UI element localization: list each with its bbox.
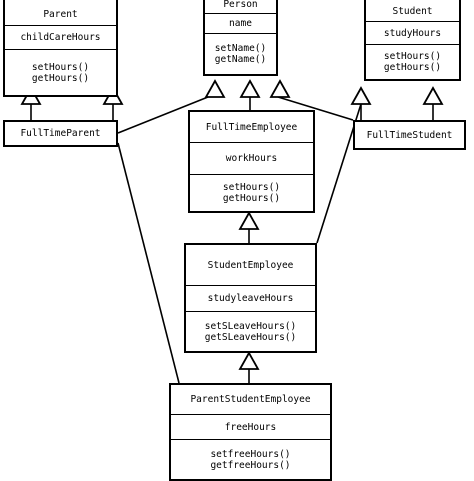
class-name-section: FullTimeParent [5,122,116,145]
class-student[interactable]: Student studyHours setHours() getHours() [364,0,461,81]
attributes-section: name [205,13,276,33]
inheritance-arrowhead-fulltimeemployee [238,211,260,230]
method: setName() [214,43,267,54]
method: getHours() [383,62,442,73]
class-full-time-parent[interactable]: FullTimeParent [3,120,118,147]
methods-section: setHours() getHours() [190,174,313,211]
attributes-section: studyleaveHours [186,285,315,311]
method: getfreeHours() [210,459,291,471]
method: getSLeaveHours() [204,331,297,343]
class-parent-student-employee[interactable]: ParentStudentEmployee freeHours setfreeH… [169,383,332,481]
class-name: Parent [43,9,78,20]
inheritance-arrowhead-person-right [269,79,291,98]
attribute: name [229,18,252,29]
class-name-section: ParentStudentEmployee [171,385,330,414]
method: getHours() [222,193,281,204]
methods-section: setSLeaveHours() getSLeaveHours() [186,311,315,351]
class-name: FullTimeEmployee [205,121,298,133]
class-name-section: Student [366,0,459,21]
method: setHours() [31,61,90,73]
class-name: Student [392,6,433,17]
inheritance-arrowhead-student-right [422,86,444,105]
class-name: FullTimeParent [20,128,101,139]
attribute: studyleaveHours [207,293,294,304]
class-name-section: Person [205,0,276,13]
attributes-section: workHours [190,142,313,174]
methods-section: setName() getName() [205,33,276,74]
methods-section: setHours() getHours() [5,49,116,95]
edge-parentstudentemployee-to-fulltimeparent [117,142,180,384]
class-person[interactable]: Person name setName() getName() [203,0,278,76]
methods-section: setHours() getHours() [366,44,459,79]
class-name: ParentStudentEmployee [190,394,311,405]
class-name-section: FullTimeEmployee [190,112,313,142]
method: setSLeaveHours() [204,320,297,332]
attributes-section: freeHours [171,414,330,439]
class-parent[interactable]: Parent childCareHours setHours() getHour… [3,0,118,97]
class-full-time-student[interactable]: FullTimeStudent [353,120,466,150]
edge-fulltimestudent-to-person [277,96,354,121]
attribute: freeHours [224,421,277,433]
method: getName() [214,54,267,65]
class-student-employee[interactable]: StudentEmployee studyleaveHours setSLeav… [184,243,317,353]
class-name-section: Parent [5,0,116,25]
inheritance-arrowhead-person-left [204,79,226,98]
inheritance-arrowhead-studentemployee [238,351,260,370]
method: setHours() [383,51,442,62]
class-full-time-employee[interactable]: FullTimeEmployee workHours setHours() ge… [188,110,315,213]
class-name-section: StudentEmployee [186,245,315,285]
class-name: Person [223,0,258,10]
method: setHours() [222,182,281,193]
attribute: studyHours [383,27,442,39]
methods-section: setfreeHours() getfreeHours() [171,439,330,479]
attributes-section: studyHours [366,21,459,44]
method: setfreeHours() [210,448,291,460]
edge-fulltimeparent-to-person [117,96,209,134]
class-name-section: FullTimeStudent [355,122,464,148]
attribute: workHours [225,153,278,164]
inheritance-arrowhead-person-center [239,79,261,98]
method: getHours() [31,72,90,84]
class-name: FullTimeStudent [366,129,453,141]
attributes-section: childCareHours [5,25,116,49]
attribute: childCareHours [20,32,101,43]
inheritance-arrowhead-student-left [350,86,372,105]
class-name: StudentEmployee [207,259,294,271]
